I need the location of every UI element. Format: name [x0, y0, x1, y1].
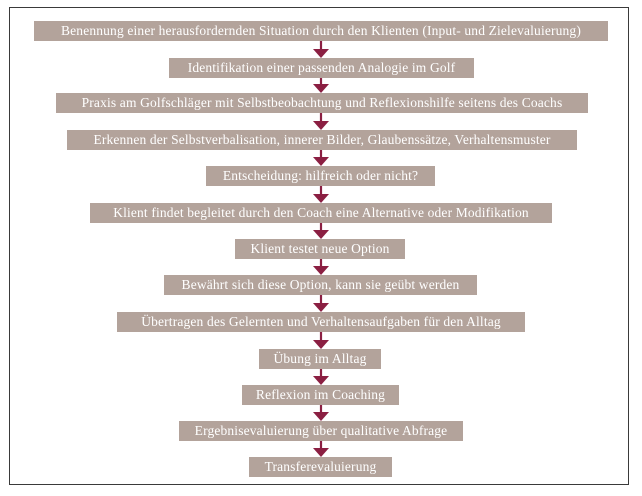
arrow-head [313, 340, 329, 349]
connector-arrow-2 [313, 78, 329, 93]
connector-arrow-10 [313, 369, 329, 385]
connector-arrow-5 [313, 186, 329, 203]
connector-arrow-6 [313, 223, 329, 239]
arrow-head [313, 448, 329, 457]
arrow-head [313, 84, 329, 93]
connector-arrow-9 [313, 332, 329, 349]
diagram-frame [9, 7, 629, 485]
arrow-head [313, 121, 329, 130]
step-box-13: Transferevaluierung [249, 457, 392, 477]
step-box-11: Reflexion im Coaching [242, 385, 399, 405]
step-box-5: Entscheidung: hilfreich oder nicht? [206, 166, 435, 186]
step-box-7: Klient testet neue Option [235, 239, 405, 259]
connector-arrow-4 [313, 150, 329, 166]
connector-arrow-8 [313, 295, 329, 312]
connector-arrow-7 [313, 259, 329, 275]
step-box-3: Praxis am Golfschläger mit Selbstbeobach… [56, 93, 588, 113]
connector-arrow-11 [313, 405, 329, 421]
connector-arrow-3 [313, 113, 329, 130]
arrow-head [313, 266, 329, 275]
step-box-4: Erkennen der Selbstverbalisation, innere… [67, 130, 577, 150]
connector-arrow-1 [313, 41, 329, 58]
step-box-2: Identifikation einer passenden Analogie … [169, 58, 474, 78]
step-box-9: Übertragen des Gelernten und Verhaltensa… [117, 312, 525, 332]
arrow-head [313, 303, 329, 312]
arrow-head [313, 230, 329, 239]
arrow-head [313, 376, 329, 385]
arrow-head [313, 412, 329, 421]
step-box-6: Klient findet begleitet durch den Coach … [90, 203, 552, 223]
step-box-12: Ergebnisevaluierung über qualitative Abf… [179, 421, 463, 441]
connector-arrow-12 [313, 441, 329, 457]
arrow-head [313, 157, 329, 166]
arrow-head [313, 194, 329, 203]
step-box-10: Übung im Alltag [259, 349, 381, 369]
step-box-1: Benennung einer herausfordernden Situati… [34, 21, 608, 41]
arrow-head [313, 49, 329, 58]
step-box-8: Bewährt sich diese Option, kann sie geüb… [164, 275, 477, 295]
